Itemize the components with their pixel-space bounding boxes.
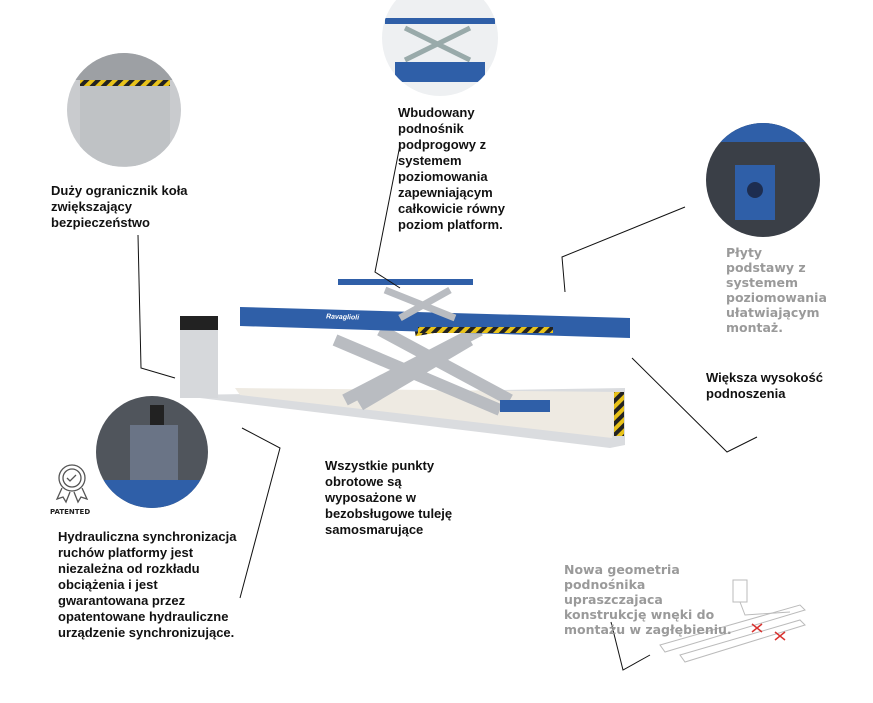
wheel-stop-photo xyxy=(67,53,181,167)
patented-badge-icon xyxy=(55,464,89,504)
jack-platform xyxy=(338,279,473,285)
brand-logo-runway: Ravaglioli xyxy=(325,313,360,322)
pit-geometry-drawing xyxy=(659,579,806,663)
control-unit xyxy=(180,318,218,398)
callout-hydraulic-sync: Hydrauliczna synchronizacja ruchów platf… xyxy=(58,529,237,640)
base-plate-photo xyxy=(706,123,820,237)
callout-base-plates: Płyty podstawy z systemem poziomowania u… xyxy=(726,245,827,335)
callout-jack: Wbudowany podnośnik podprogowy z systeme… xyxy=(398,105,505,232)
callout-pit-geometry: Nowa geometria podnośnika upraszczajaca … xyxy=(564,562,732,637)
callout-lift-height: Większa wysokość podnoszenia xyxy=(706,370,823,401)
callout-pivot-bushings: Wszystkie punkty obrotowe są wyposażone … xyxy=(325,458,453,537)
callout-wheel-stop: Duży ogranicznik koła zwiększający bezpi… xyxy=(51,183,188,230)
jack-photo xyxy=(382,0,498,96)
hydraulic-photo xyxy=(96,396,208,508)
leader-lines xyxy=(137,144,758,671)
patented-label: PATENTED xyxy=(50,508,91,516)
